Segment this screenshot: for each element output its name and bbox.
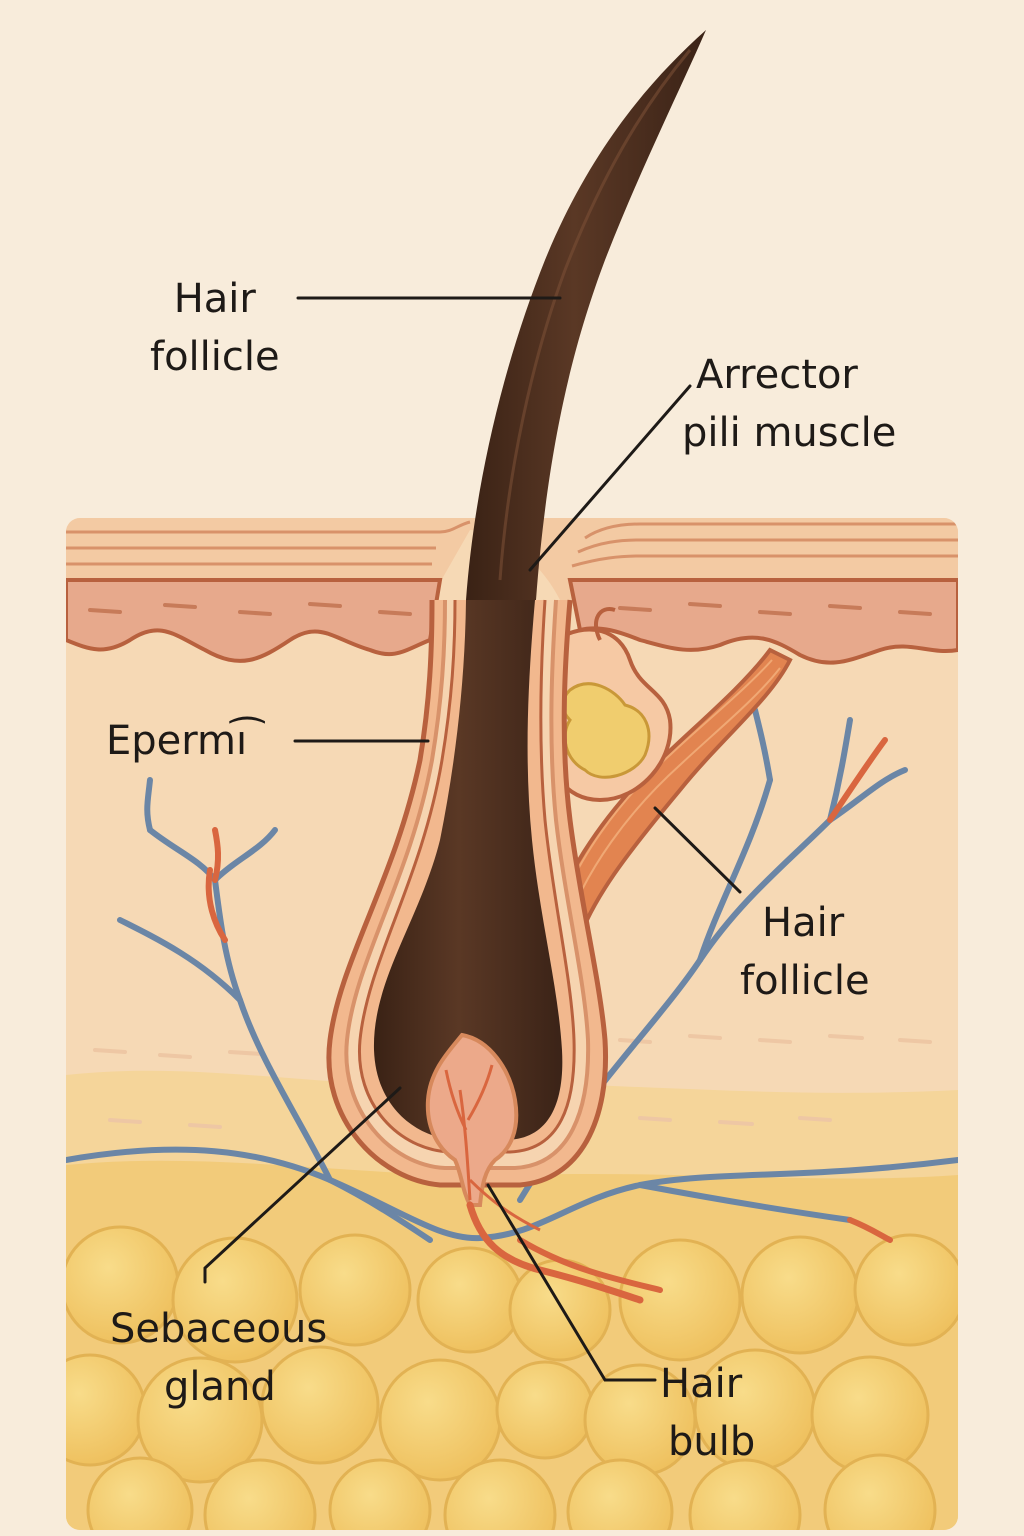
label-sebaceous-gland: Sebaceous gland [110,1300,327,1416]
fat-cells [66,1225,958,1530]
stratum-lines [66,520,958,568]
label-hair-bulb: Hair bulb [660,1355,755,1471]
label-epidermis: Epermı͡ [106,712,247,770]
blood-vessels-arteries [205,737,893,1293]
label-sebaceous-gland-line1: Sebaceous [110,1306,328,1352]
leader-sebaceous-gland [203,1086,402,1284]
label-arrector-pili-line2: pili muscle [682,410,897,456]
epidermis-basal-left [66,578,443,663]
label-sebaceous-gland-line2: gland [164,1364,276,1410]
label-hair-follicle-right-line1: Hair [762,900,845,946]
skin-cross-section [66,518,958,1530]
label-hair-follicle-right: Hair follicle [740,894,870,1010]
label-epidermis-text: Epermı͡ [106,718,248,764]
label-hair-follicle-top-line1: Hair [173,276,256,322]
label-arrector-pili: Arrector pili muscle [682,346,896,462]
label-hair-follicle-right-line2: follicle [740,958,870,1004]
leader-hair-bulb [486,1183,657,1382]
hair-shaft-highlight [498,49,692,581]
epidermis-basal-right [567,578,958,665]
leader-lines [203,296,742,1382]
label-hair-follicle-top: Hair follicle [150,270,280,386]
arrector-pili-muscle [542,647,793,953]
leader-hair-follicle-right [653,806,742,894]
hair-root [373,600,563,1140]
label-hair-bulb-line1: Hair [660,1361,743,1407]
dermal-papilla [425,1032,519,1207]
leader-arrector-pili [528,384,692,572]
hair-shaft [466,30,706,600]
label-hair-bulb-line2: bulb [668,1419,756,1465]
label-hair-follicle-top-line2: follicle [150,334,280,380]
sebaceous-gland-lobule [561,682,651,779]
sebaceous-duct [594,607,616,641]
epidermis-dashes [88,602,932,616]
label-arrector-pili-line1: Arrector [696,352,858,398]
